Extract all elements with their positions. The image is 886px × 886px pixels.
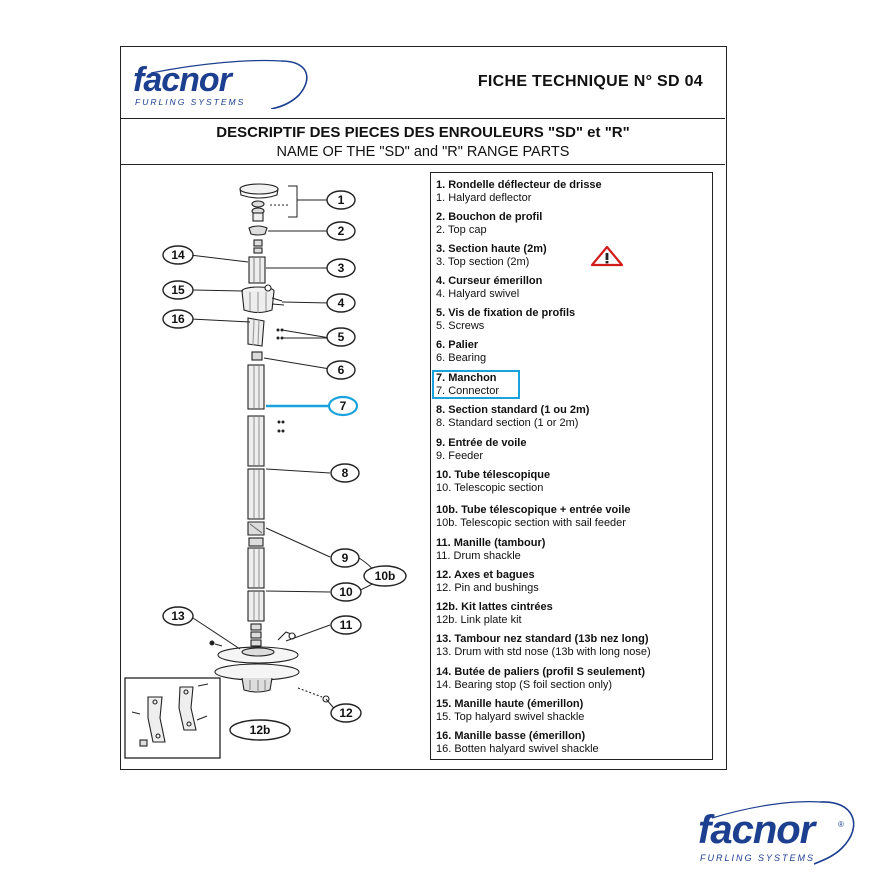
callout-label: 10b [375,569,396,583]
sheet-titles: DESCRIPTIF DES PIECES DES ENROULEURS "SD… [121,119,725,165]
callout-7 [327,395,359,417]
callout-15 [162,280,194,300]
callout-14 [162,245,194,265]
technical-sheet: facnor FURLING SYSTEMS FICHE TECHNIQUE N… [120,46,727,770]
callout-9 [330,548,360,568]
callout-8 [330,463,360,483]
drum-shackle-part [209,631,297,647]
legend-item: 11. Manille (tambour)11. Drum shackle [436,537,546,562]
callout-label: 2 [338,224,345,238]
callout-label: 9 [342,551,349,565]
legend-item: 13. Tambour nez standard (13b nez long)1… [436,633,651,658]
connector-highlight-box [432,370,520,399]
callout-12 [330,703,362,723]
fiche-title: FICHE TECHNIQUE N° SD 04 [477,73,703,90]
sheet-header: facnor FURLING SYSTEMS FICHE TECHNIQUE N… [121,47,725,119]
telescopic-section-part [247,537,265,622]
callout-5 [326,327,356,347]
callout-1 [326,190,356,210]
callout-label: 7 [340,399,347,413]
callout-4 [326,293,356,313]
drum-part [214,623,300,693]
legend-item: 16. Manille basse (émerillon)16. Botten … [436,730,599,755]
footer-logo-wordmark: facnor [698,808,815,852]
callout-13 [162,606,194,626]
callout-label: 6 [338,363,345,377]
title-english: NAME OF THE "SD" and "R" RANGE PARTS [276,144,570,160]
callout-label: 10 [339,585,353,599]
callout-label: 12b [250,723,271,737]
warning-triangle-icon [590,245,624,267]
callout-6 [326,360,356,380]
callout-label: 3 [338,261,345,275]
callout-label: 8 [342,466,349,480]
registered-mark: ® [838,820,844,829]
logo-swoosh-icon [711,801,855,865]
connector-part [247,364,265,410]
callout-2 [326,221,356,241]
callout-12b [229,719,291,741]
pin-and-bushings-part [297,687,330,703]
logo-subtitle: FURLING SYSTEMS [135,97,246,107]
halyard-swivel-part [241,284,285,314]
legend-item: 15. Manille haute (émerillon)15. Top hal… [436,698,585,723]
callout-label: 5 [338,330,345,344]
top-section-part [248,256,266,284]
callout-label: 15 [171,283,185,297]
halyard-deflector-part [239,183,279,222]
callout-10 [330,582,362,602]
callout-label: 16 [171,312,185,326]
logo-swoosh-icon [150,59,308,109]
link-plate-kit-inset [124,677,221,759]
callout-3 [326,258,356,278]
legend-item: 8. Section standard (1 ou 2m)8. Standard… [436,404,590,429]
bearing-part [251,351,263,361]
logo-wordmark: facnor [133,61,232,99]
legend-item: 14. Butée de paliers (profil S seulement… [436,666,646,691]
legend-item: 3. Section haute (2m)3. Top section (2m) [436,243,547,268]
callout-11 [330,615,362,635]
callout-label: 13 [171,609,185,623]
screws-part [276,328,285,433]
title-french: DESCRIPTIF DES PIECES DES ENROULEURS "SD… [216,124,630,141]
footer-logo-subtitle: FURLING SYSTEMS [700,853,816,863]
callout-label: 14 [171,248,185,262]
callout-label: 12 [339,706,353,720]
top-cap-part [248,225,268,236]
callout-label: 1 [338,193,345,207]
foil-section-part [247,317,265,347]
callout-label: 4 [338,296,345,310]
callout-16 [162,309,194,329]
standard-section-part [247,415,265,520]
header-logo: facnor FURLING SYSTEMS [131,57,311,109]
footer-logo: facnor ® FURLING SYSTEMS [692,796,862,866]
callout-10b [363,565,407,587]
callout-label: 11 [340,618,353,632]
feeder-part [247,521,265,536]
